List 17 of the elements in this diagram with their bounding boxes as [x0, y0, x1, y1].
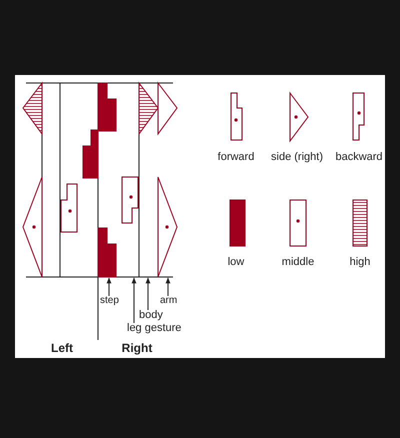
- column-heading: Left: [51, 342, 73, 355]
- callout-label: arm: [160, 295, 178, 307]
- callout-label: body: [139, 309, 163, 321]
- leader-arrow: [132, 277, 136, 324]
- legend-label: backward: [334, 150, 384, 164]
- column-heading: Right: [122, 342, 152, 355]
- leader-arrow: [106, 277, 112, 296]
- legend-label: side (right): [270, 150, 324, 164]
- legend-label: high: [348, 255, 372, 269]
- callout-label: leg gesture: [127, 322, 182, 334]
- leader-arrow: [166, 277, 170, 296]
- leader-arrow: [146, 277, 150, 310]
- callout-label: step: [100, 295, 119, 307]
- legend-label: low: [226, 255, 246, 269]
- legend-label: middle: [280, 255, 316, 269]
- legend-label: forward: [216, 150, 256, 164]
- labanotation-staff-drawing: [22, 82, 178, 278]
